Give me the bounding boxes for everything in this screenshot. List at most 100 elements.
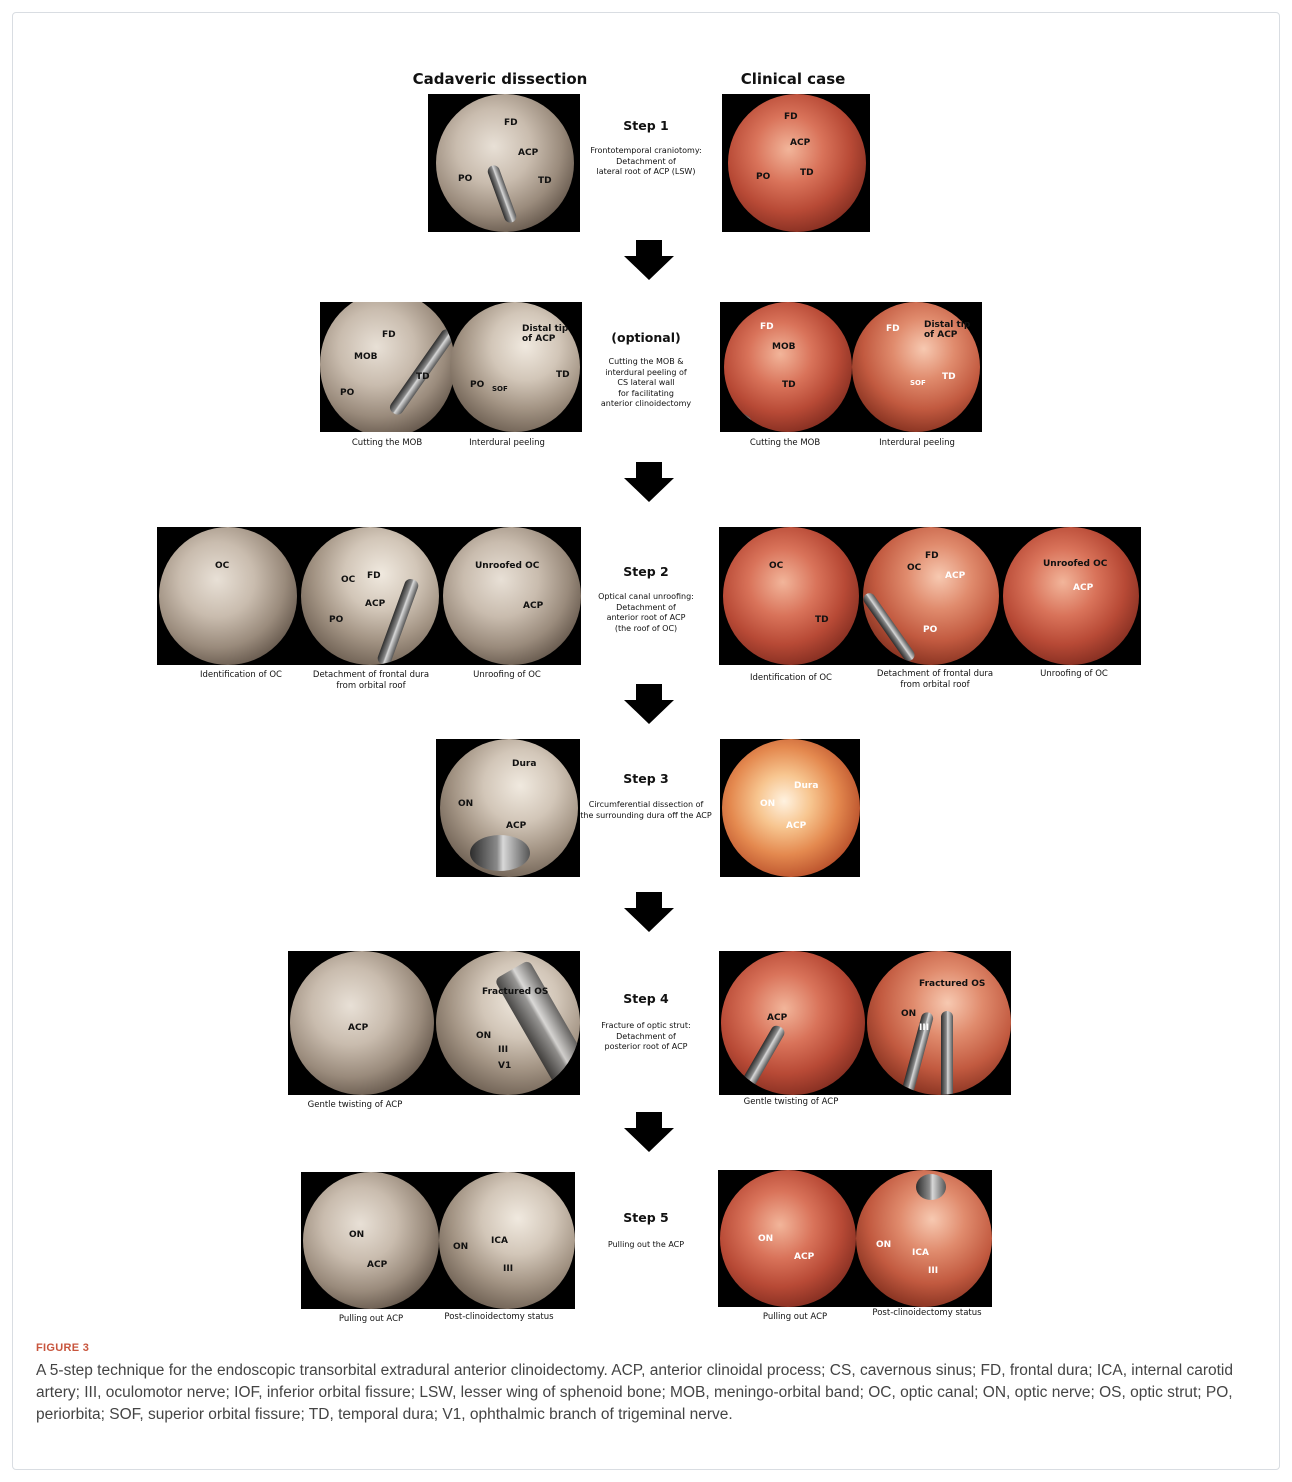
- caption-post-status: Post-clinoidectomy status: [872, 1308, 982, 1318]
- figure-frame: [12, 12, 1280, 1470]
- optional-clinical-image: FD MOB TD FD Distal tip of ACP SOF TD: [720, 302, 982, 432]
- label-acp: ACP: [365, 599, 386, 609]
- label-oc: OC: [341, 575, 356, 585]
- label-sof: SOF: [492, 385, 508, 393]
- step4-clinical-image: ACP Fractured OS ON III: [719, 951, 1011, 1095]
- caption-pulling-out: Pulling out ACP: [338, 1314, 404, 1324]
- label-td: TD: [416, 372, 430, 382]
- caption-identification-oc: Identification of OC: [200, 670, 282, 680]
- caption-post-status: Post-clinoidectomy status: [444, 1312, 554, 1322]
- label-dura: Dura: [794, 781, 819, 791]
- caption-pulling-out: Pulling out ACP: [762, 1312, 828, 1322]
- step1-cadaveric-image: FD ACP PO TD: [428, 94, 580, 232]
- step1-title: Step 1: [623, 118, 669, 133]
- label-ica: ICA: [491, 1236, 508, 1246]
- caption-gentle-twisting: Gentle twisting of ACP: [307, 1100, 403, 1110]
- label-distal-tip: Distal tip of ACP: [522, 324, 569, 344]
- figure-caption: A 5-step technique for the endoscopic tr…: [36, 1362, 1233, 1423]
- label-td: TD: [942, 372, 956, 382]
- caption-cutting-mob: Cutting the MOB: [749, 438, 821, 448]
- step3-description: Circumferential dissection of the surrou…: [580, 800, 712, 820]
- label-fd: FD: [886, 324, 900, 334]
- label-unroofed-oc: Unroofed OC: [475, 561, 540, 571]
- label-acp: ACP: [767, 1013, 788, 1023]
- label-acp: ACP: [786, 821, 807, 831]
- label-on: ON: [901, 1009, 917, 1019]
- step4-description: Fracture of optic strut: Detachment of p…: [601, 1021, 691, 1051]
- label-po: PO: [458, 174, 473, 184]
- optional-cadaveric-image: FD MOB PO TD Distal tip of ACP PO SOF TD: [320, 302, 582, 432]
- step2-cadaveric-image: OC OC FD ACP PO Unroofed OC ACP: [157, 527, 581, 665]
- figure-label: FIGURE 3: [36, 1342, 90, 1354]
- label-acp: ACP: [790, 138, 811, 148]
- step3-title: Step 3: [623, 771, 669, 786]
- step4-title: Step 4: [623, 991, 669, 1006]
- label-td: TD: [815, 615, 829, 625]
- caption-unroofing-oc: Unroofing of OC: [1040, 669, 1108, 679]
- caption-cutting-mob: Cutting the MOB: [351, 438, 423, 448]
- label-po: PO: [756, 172, 771, 182]
- down-arrow-icon: [624, 684, 674, 724]
- caption-gentle-twisting: Gentle twisting of ACP: [743, 1097, 839, 1107]
- label-acp: ACP: [523, 601, 544, 611]
- label-acp: ACP: [794, 1252, 815, 1262]
- label-iii: III: [498, 1045, 509, 1055]
- down-arrow-icon: [624, 462, 674, 502]
- label-on: ON: [476, 1031, 492, 1041]
- label-on: ON: [876, 1240, 892, 1250]
- label-fd: FD: [382, 330, 396, 340]
- label-on: ON: [458, 799, 474, 809]
- label-fd: FD: [784, 112, 798, 122]
- label-oc: OC: [769, 561, 784, 571]
- label-distal-tip: Distal tip of ACP: [924, 320, 971, 340]
- label-oc: OC: [215, 561, 230, 571]
- caption-unroofing-oc: Unroofing of OC: [473, 670, 541, 680]
- label-mob: MOB: [772, 342, 796, 352]
- step3-clinical-image: Dura ON ACP: [720, 739, 860, 877]
- label-iii: III: [928, 1266, 939, 1276]
- label-iii: III: [919, 1023, 930, 1033]
- label-td: TD: [782, 380, 796, 390]
- step5-clinical-image: ON ACP ON ICA III: [718, 1170, 992, 1307]
- label-fd: FD: [925, 551, 939, 561]
- caption-detachment-frontal-dura: Detachment of frontal dura from orbital …: [312, 670, 430, 691]
- step1-clinical-image: FD ACP PO TD: [722, 94, 870, 232]
- label-acp: ACP: [506, 821, 527, 831]
- label-oc: OC: [907, 563, 922, 573]
- label-unroofed-oc: Unroofed OC: [1043, 559, 1108, 569]
- label-iii: III: [503, 1264, 514, 1274]
- step2-clinical-image: OC TD FD OC ACP PO Unroofed OC ACP: [719, 527, 1141, 665]
- label-ica: ICA: [912, 1248, 929, 1258]
- label-po: PO: [470, 380, 485, 390]
- label-dura: Dura: [512, 759, 537, 769]
- step1-description: Frontotemporal craniotomy: Detachment of…: [590, 146, 702, 176]
- label-fd: FD: [504, 118, 518, 128]
- label-acp: ACP: [348, 1023, 369, 1033]
- label-acp: ACP: [367, 1260, 388, 1270]
- column-header-clinical: Clinical case: [740, 70, 846, 88]
- label-po: PO: [340, 388, 355, 398]
- down-arrow-icon: [624, 892, 674, 932]
- step2-description: Optical canal unroofing: Detachment of a…: [598, 592, 694, 633]
- label-td: TD: [538, 176, 552, 186]
- label-on: ON: [453, 1242, 469, 1252]
- down-arrow-icon: [624, 1112, 674, 1152]
- label-po: PO: [923, 625, 938, 635]
- step5-title: Step 5: [623, 1210, 669, 1225]
- label-acp: ACP: [945, 571, 966, 581]
- column-header-cadaveric: Cadaveric dissection: [412, 70, 588, 88]
- label-sof: SOF: [910, 379, 926, 387]
- label-on: ON: [760, 799, 776, 809]
- down-arrow-icon: [624, 240, 674, 280]
- label-on: ON: [758, 1234, 774, 1244]
- label-fd: FD: [760, 322, 774, 332]
- label-mob: MOB: [354, 352, 378, 362]
- step2-title: Step 2: [623, 564, 669, 579]
- step5-description: Pulling out the ACP: [607, 1240, 685, 1249]
- caption-identification-oc: Identification of OC: [750, 673, 832, 683]
- label-td: TD: [556, 370, 570, 380]
- label-po: PO: [329, 615, 344, 625]
- caption-interdural-peeling: Interdural peeling: [469, 438, 545, 448]
- label-acp: ACP: [1073, 583, 1094, 593]
- caption-interdural-peeling: Interdural peeling: [879, 438, 955, 448]
